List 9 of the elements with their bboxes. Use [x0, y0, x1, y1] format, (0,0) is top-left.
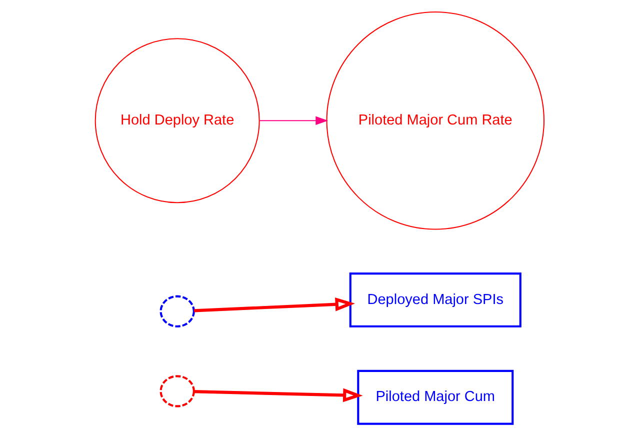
- node-circle: Piloted Major Cum Rate: [326, 12, 545, 230]
- arrow: [194, 388, 363, 402]
- node-cloud: [160, 295, 195, 328]
- node-cloud: [160, 375, 195, 408]
- arrow: [260, 116, 328, 125]
- node-circle: Hold Deploy Rate: [94, 38, 260, 204]
- node-box: Piloted Major Cum: [357, 370, 514, 425]
- arrow: [194, 297, 356, 312]
- node-box: Deployed Major SPIs: [349, 272, 522, 328]
